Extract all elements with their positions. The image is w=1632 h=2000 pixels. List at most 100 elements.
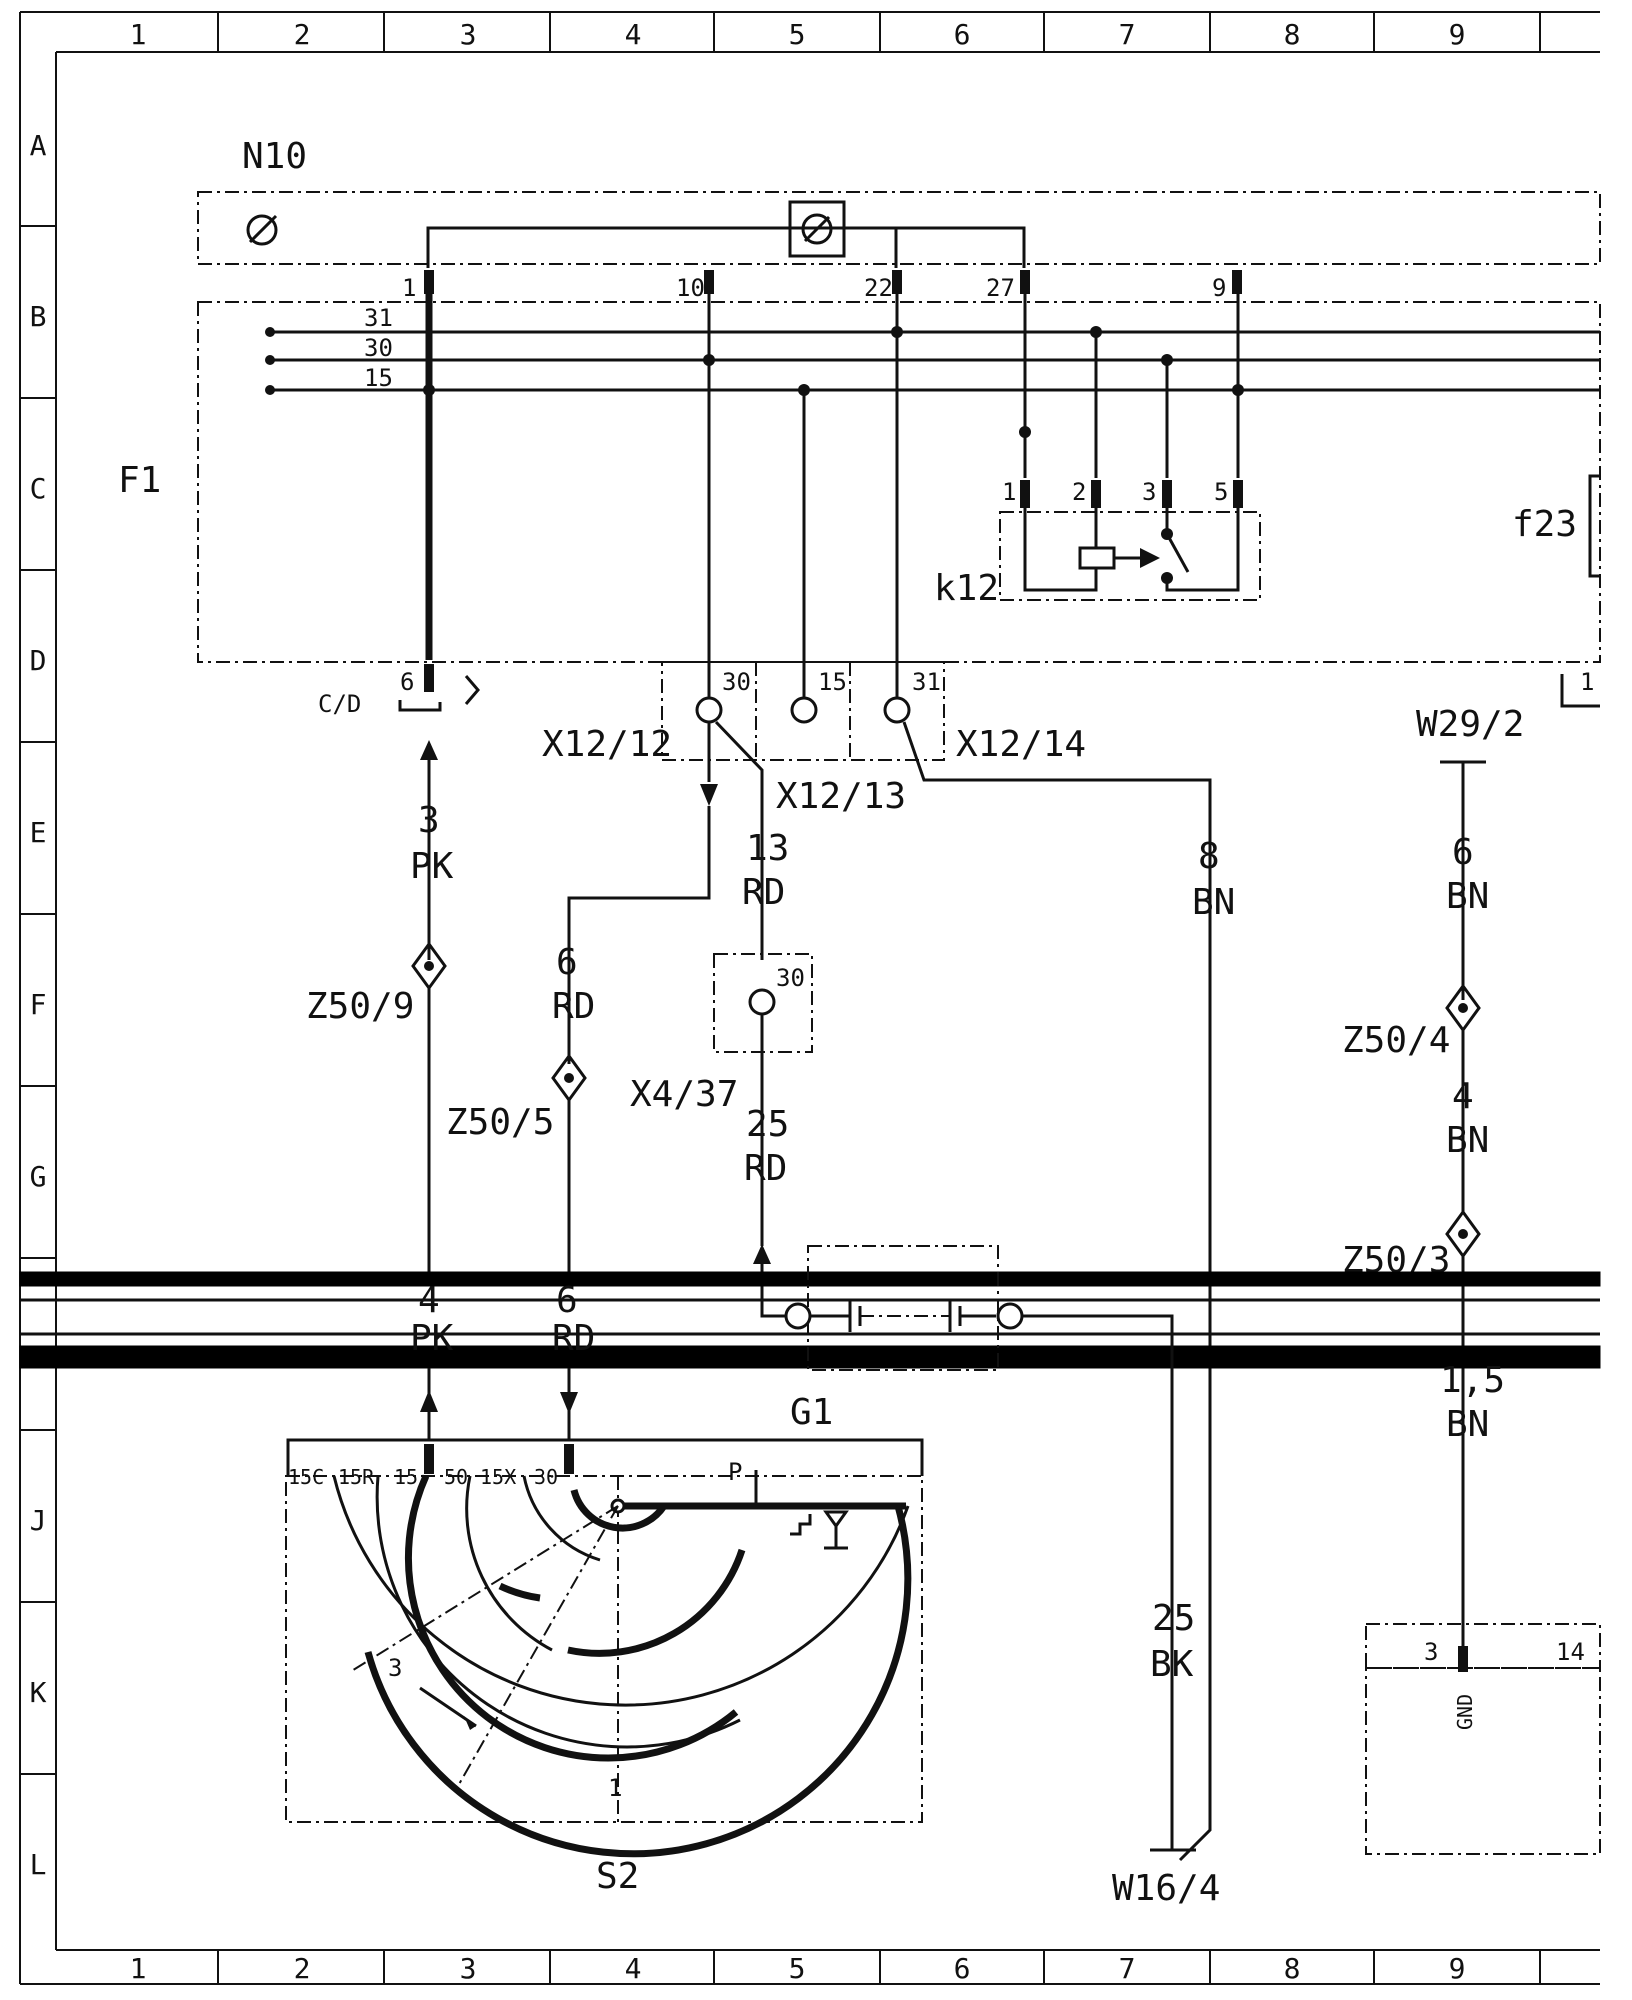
- wire-color: RD: [744, 1148, 787, 1189]
- col-label: 4: [625, 18, 642, 51]
- wire-size: 4: [418, 1280, 440, 1321]
- z50-9-label: Z50/9: [306, 986, 414, 1027]
- row-label: G: [30, 1160, 47, 1193]
- wire-bn-right: W29/2 6 BN Z50/4 4 BN Z50/3: [1342, 704, 1524, 1648]
- fuse-pin-label: 15: [818, 668, 847, 696]
- position-1-label: 1: [608, 1774, 622, 1802]
- switch-pin-label: 15R: [338, 1465, 375, 1489]
- z50-4-label: Z50/4: [1342, 1020, 1450, 1061]
- pin-label: 10: [676, 274, 705, 302]
- pin-label: 9: [1212, 274, 1226, 302]
- x12-12-label: X12/12: [542, 724, 672, 765]
- col-label: 8: [1284, 18, 1301, 51]
- rail-label: 31: [364, 304, 393, 332]
- wire-color: PK: [410, 846, 454, 887]
- wire-color: BK: [1150, 1644, 1194, 1685]
- pin-label: 3: [1424, 1638, 1438, 1666]
- gnd-label: GND: [1453, 1694, 1477, 1730]
- col-label: 6: [954, 18, 971, 51]
- col-label: 9: [1449, 18, 1466, 51]
- n10-label: N10: [242, 136, 307, 177]
- f1-fusebox: F1 31 30 15 6 C/D: [118, 294, 1601, 720]
- wire-size: 25: [746, 1104, 789, 1145]
- cd-connector-label: C/D: [318, 690, 361, 718]
- pin-label: 14: [1556, 1638, 1585, 1666]
- col-label: 9: [1449, 1952, 1466, 1985]
- switch-pin-label: 15: [394, 1465, 418, 1489]
- s2-label: S2: [596, 1856, 639, 1897]
- x12-14-label: X12/14: [956, 724, 1086, 765]
- switch-pin-label: 50: [444, 1465, 468, 1489]
- wire-size: 6: [556, 942, 578, 983]
- pin-label: 3: [1142, 478, 1156, 506]
- pin-label: 1: [1580, 668, 1594, 696]
- drawing-frame: [19, 11, 1600, 1985]
- wire-color: BN: [1446, 876, 1489, 917]
- f23-label: f23: [1512, 504, 1577, 545]
- n10-module: N10 1 10 22 27 9: [197, 136, 1601, 302]
- p-position-label: P: [728, 1458, 742, 1486]
- wire-size: 3: [418, 800, 440, 841]
- x12-13-label: X12/13: [776, 776, 906, 817]
- wire-rd-13: 13 RD: [714, 720, 789, 960]
- n10-pins: 1 10 22 27 9: [402, 270, 1242, 302]
- wire-color: BN: [1192, 882, 1235, 923]
- s2-ignition-switch: 15C 15R 15 50 15X 30 P 3 1 S2: [285, 1438, 924, 1897]
- col-label: 1: [130, 18, 147, 51]
- col-label: 8: [1284, 1952, 1301, 1985]
- g1-label: G1: [790, 1392, 833, 1433]
- wire-bn-8: 8 BN: [902, 721, 1235, 1862]
- wire-bk-25: 25 BK W16/4: [1112, 1598, 1220, 1909]
- wire-color: BN: [1446, 1404, 1489, 1445]
- row-label: A: [30, 129, 47, 162]
- col-label: 5: [789, 1952, 806, 1985]
- pin-label: 30: [776, 964, 805, 992]
- pin-label: 27: [986, 274, 1015, 302]
- fuse-pin-label: 31: [912, 668, 941, 696]
- wire-size: 25: [1152, 1598, 1195, 1639]
- transistor-icon: [246, 214, 278, 246]
- wire-pk-3: 3 PK Z50/9: [306, 740, 454, 1280]
- x4-37-connector: 30 X4/37 25 RD: [630, 953, 813, 1318]
- position-3-label: 3: [388, 1654, 402, 1682]
- row-label: L: [30, 1848, 47, 1881]
- column-labels-bottom: 1 2 3 4 5 6 7 8 9: [130, 1952, 1466, 1985]
- lower-wires: [420, 1368, 578, 1440]
- f1-label: F1: [118, 460, 161, 501]
- wire-size: 1,5: [1440, 1360, 1505, 1401]
- col-label: 3: [460, 18, 477, 51]
- pin-label: 2: [1072, 478, 1086, 506]
- w16-4-label: W16/4: [1112, 1868, 1220, 1909]
- wire-size: 6: [556, 1280, 578, 1321]
- wire-color: RD: [742, 872, 785, 913]
- fuse-block-x12: 30 15 31 X12/12 X12/13 X12/14: [542, 661, 1086, 817]
- row-labels: A B C D E F G J K L: [30, 129, 47, 1881]
- rail-label: 30: [364, 334, 393, 362]
- wire-color: BN: [1446, 1120, 1489, 1161]
- k12-relay: k12 1 2 3 5: [934, 478, 1261, 609]
- col-label: 4: [625, 1952, 642, 1985]
- row-label: C: [30, 472, 47, 505]
- wire-color: RD: [552, 1318, 595, 1359]
- pin-label: 1: [1002, 478, 1016, 506]
- wire-color: PK: [410, 1318, 454, 1359]
- switch-pin-label: 15C: [288, 1465, 324, 1489]
- row-label: K: [30, 1676, 47, 1709]
- k12-label: k12: [934, 568, 999, 609]
- wire-color: RD: [552, 986, 595, 1027]
- col-label: 2: [294, 1952, 311, 1985]
- z50-5-label: Z50/5: [446, 1102, 554, 1143]
- wire-size: 4: [1452, 1076, 1474, 1117]
- right-partial-connector: 1: [1560, 668, 1600, 708]
- rail-label: 15: [364, 364, 393, 392]
- fuse-pin-label: 30: [722, 668, 751, 696]
- wire-size: 8: [1198, 836, 1220, 877]
- pin-label: 1: [402, 274, 416, 302]
- wire-size: 13: [746, 828, 789, 869]
- switch-pin-label: 30: [534, 1465, 558, 1489]
- col-label: 5: [789, 18, 806, 51]
- col-label: 3: [460, 1952, 477, 1985]
- row-label: D: [30, 644, 47, 677]
- wire-size: 6: [1452, 832, 1474, 873]
